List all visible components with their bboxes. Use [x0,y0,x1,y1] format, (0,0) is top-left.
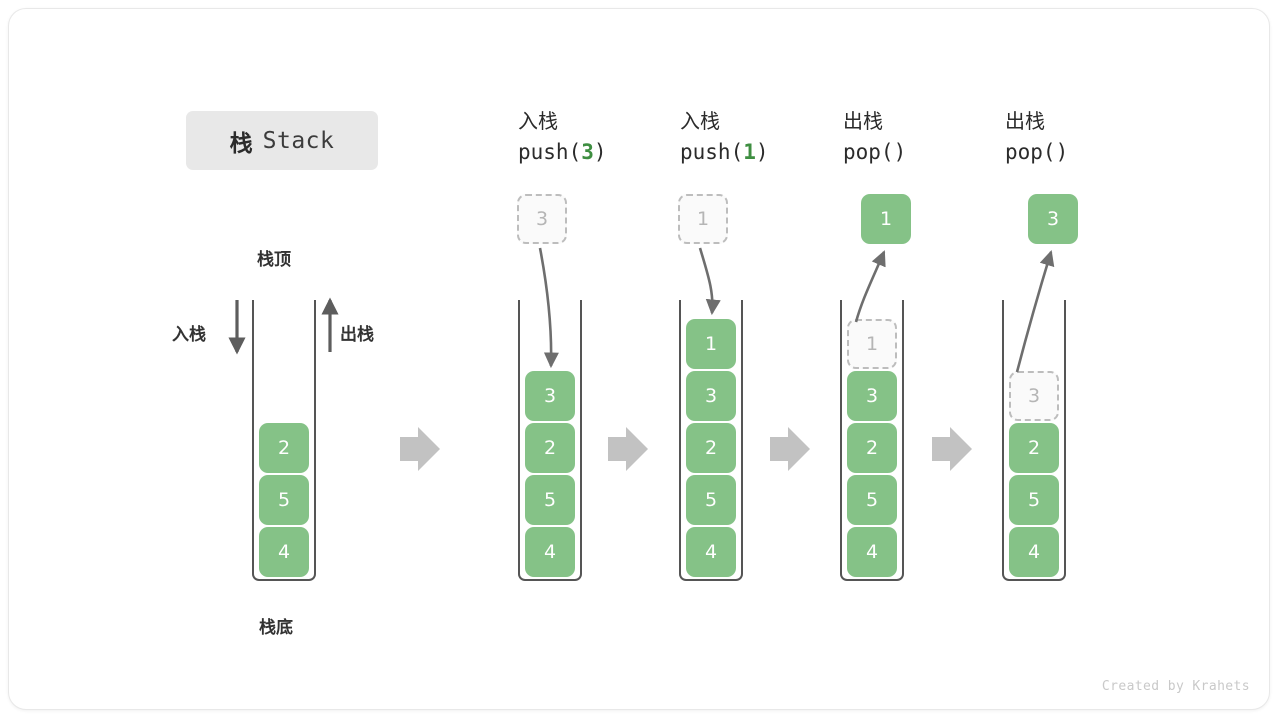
stack-cell-removed: 1 [847,319,897,369]
stack-cell: 2 [525,423,575,473]
stack-cell: 5 [525,475,575,525]
stack-container-pop-3: 4 5 2 3 [1002,300,1066,581]
stack-container-initial: 4 5 2 [252,300,316,581]
stack-cell: 2 [259,423,309,473]
stack-container-push-3: 4 5 2 3 [518,300,582,581]
stack-cell: 5 [1009,475,1059,525]
floating-element-push-3: 3 [517,194,567,244]
op-code: pop() [1005,140,1069,164]
stack-slots-push-3: 4 5 2 3 [520,369,580,577]
op-name: 出栈 [1005,109,1045,133]
op-name: 入栈 [518,109,558,133]
stack-cell: 3 [525,371,575,421]
stack-slots-initial: 4 5 2 [254,421,314,577]
stack-slots-pop-1: 4 5 2 3 1 [842,317,902,577]
op-code: push(1) [680,140,769,164]
stack-cell: 5 [847,475,897,525]
stack-cell: 4 [525,527,575,577]
op-name: 入栈 [680,109,720,133]
floating-element-pop-1: 1 [861,194,911,244]
stack-cell: 3 [686,371,736,421]
stack-cell: 2 [686,423,736,473]
stack-container-push-1: 4 5 2 3 1 [679,300,743,581]
pop-side-label: 出栈 [340,325,374,345]
column-header-push-3: 入栈 push(3) [518,106,607,168]
op-code: push(3) [518,140,607,164]
column-header-push-1: 入栈 push(1) [680,106,769,168]
stack-slots-push-1: 4 5 2 3 1 [681,317,741,577]
stack-cell: 2 [847,423,897,473]
title-cn: 栈 [229,130,253,157]
credit-text: Created by Krahets [1101,679,1250,694]
stack-cell: 5 [686,475,736,525]
stack-slots-pop-3: 4 5 2 3 [1004,317,1064,577]
stack-cell: 4 [847,527,897,577]
stack-cell: 5 [259,475,309,525]
stack-cell: 3 [847,371,897,421]
stack-container-pop-1: 4 5 2 3 1 [840,300,904,581]
stack-cell: 4 [1009,527,1059,577]
stack-top-label: 栈顶 [257,250,291,270]
title-en: Stack [262,127,335,154]
op-name: 出栈 [843,109,883,133]
push-side-label: 入栈 [172,325,206,345]
stack-cell-removed: 3 [1009,371,1059,421]
title-badge: 栈 Stack [186,111,378,170]
floating-element-pop-3: 3 [1028,194,1078,244]
stack-cell: 2 [1009,423,1059,473]
column-header-pop-3: 出栈 pop() [1005,106,1068,168]
stack-cell-empty [1009,319,1059,369]
column-header-pop-1: 出栈 pop() [843,106,906,168]
stack-bottom-label: 栈底 [259,618,293,638]
op-code: pop() [843,140,907,164]
stack-cell: 4 [686,527,736,577]
floating-element-push-1: 1 [678,194,728,244]
stack-cell: 1 [686,319,736,369]
stack-cell: 4 [259,527,309,577]
